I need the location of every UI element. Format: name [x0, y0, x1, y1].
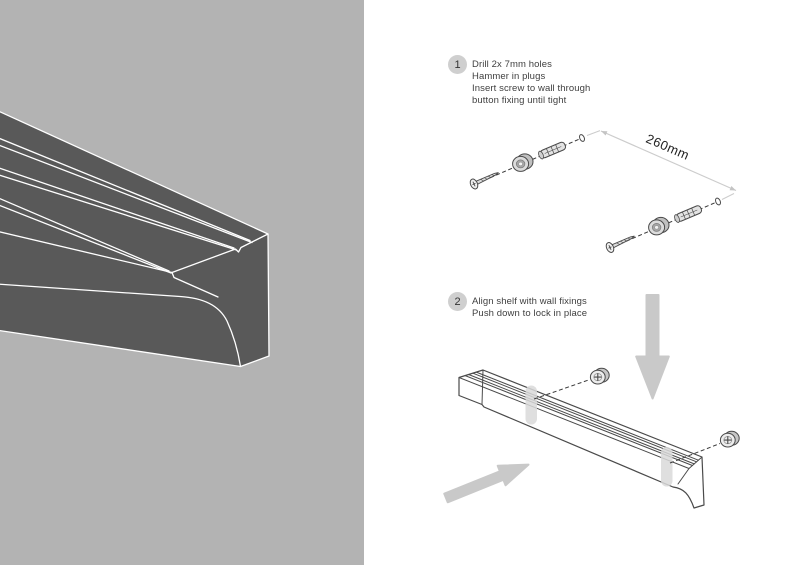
step-1-line-4: button fixing until tight [472, 95, 567, 106]
alignment-dash-right [669, 443, 721, 464]
step-1-instructions: Drill 2x 7mm holes Hammer in plugs Inser… [472, 59, 590, 107]
dimension-label: 260mm [644, 131, 692, 163]
keyhole-slot-left [525, 385, 537, 425]
down-arrow-icon [635, 294, 670, 400]
step-1-diagram: 260mm [468, 130, 737, 255]
button-fixing-icon-right [719, 430, 740, 448]
alignment-dash-left [533, 379, 591, 400]
dimension-line: 260mm [586, 130, 737, 200]
keyhole-slot-right [661, 447, 673, 487]
forward-arrow-icon [443, 463, 530, 504]
step-2-line-2: Push down to lock in place [472, 308, 588, 319]
step-1-line-1: Drill 2x 7mm holes [472, 59, 552, 70]
step-2-instructions: Align shelf with wall fixings Push down … [472, 296, 587, 320]
fixing-assembly-bottom [604, 196, 722, 255]
shelf-silhouette [0, 111, 270, 368]
step-2-number: 2 [454, 295, 461, 308]
step-1-number: 1 [454, 58, 461, 71]
product-render-panel [0, 0, 364, 565]
shelf-outline-drawing [458, 369, 705, 509]
shelf-isometric-render [0, 111, 270, 368]
step-2-line-1: Align shelf with wall fixings [472, 296, 587, 307]
shelf-edge-lines [0, 231, 269, 368]
fixing-assembly-top [468, 133, 586, 191]
step-1-line-3: Insert screw to wall through [472, 83, 591, 94]
step-2-badge: 2 [448, 292, 467, 311]
step-1-badge: 1 [448, 55, 467, 74]
step-2-diagram [443, 294, 740, 509]
shelf-groove-lines [0, 137, 253, 274]
step-1-line-2: Hammer in plugs [472, 71, 546, 82]
button-fixing-icon-left [589, 367, 610, 385]
